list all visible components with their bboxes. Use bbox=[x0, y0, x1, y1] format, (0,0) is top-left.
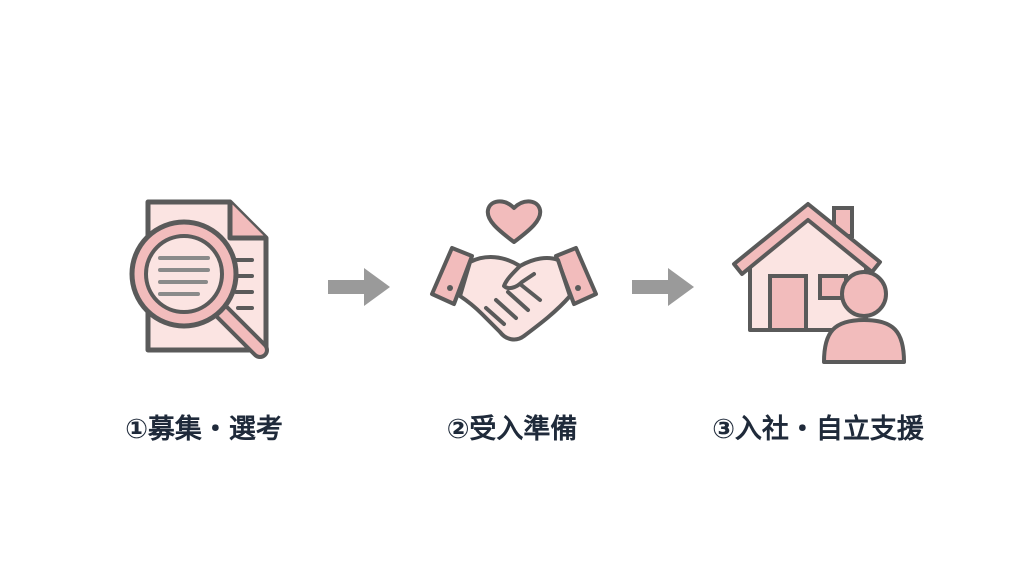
house-person-icon bbox=[732, 202, 906, 364]
handshake-heart-icon bbox=[430, 199, 598, 342]
step-1-label: ①募集・選考 bbox=[125, 414, 283, 445]
step-3-label: ③入社・自立支援 bbox=[712, 414, 924, 445]
step-2-label: ②受入準備 bbox=[446, 414, 578, 445]
arrow-right-icon bbox=[328, 268, 390, 306]
document-magnifier-icon bbox=[129, 199, 269, 359]
arrow-right-icon bbox=[632, 268, 694, 306]
